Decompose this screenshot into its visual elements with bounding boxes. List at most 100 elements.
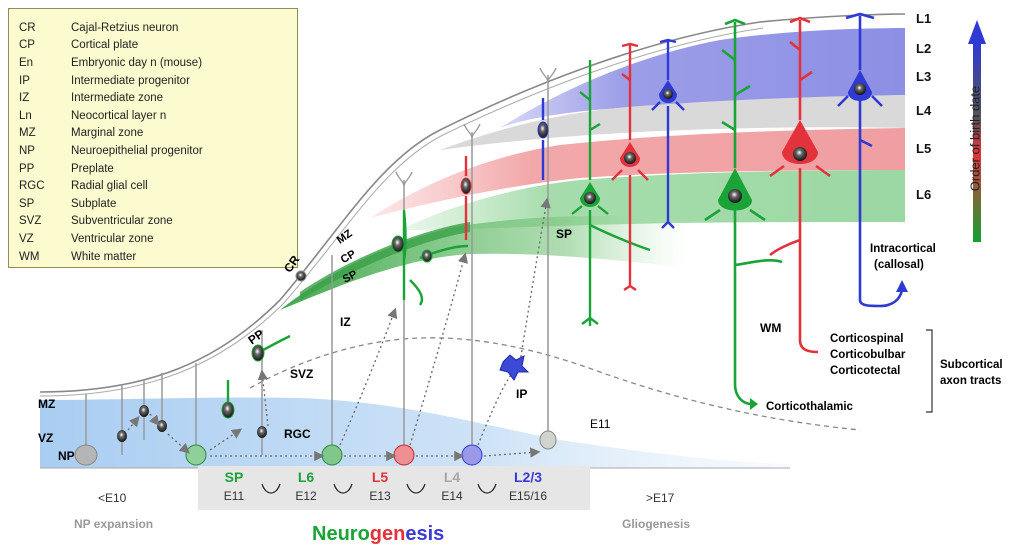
label-axon-tracts: axon tracts bbox=[940, 375, 1002, 387]
endfoot bbox=[463, 123, 481, 139]
corticothalamic-neuron bbox=[704, 18, 783, 406]
legend-row: PP Preplate bbox=[19, 160, 297, 178]
legend-row: RGC Radial glial cell bbox=[19, 177, 297, 195]
neurogenesis-title: Neurogenesis bbox=[312, 524, 444, 544]
subcortical-bracket bbox=[926, 329, 933, 413]
migration-arrow bbox=[149, 413, 160, 427]
rgc-cell-l5 bbox=[393, 444, 415, 466]
title-part: Neuro bbox=[312, 523, 370, 545]
layer-label-l1: L1 bbox=[916, 11, 932, 26]
stage-day-label: E12 bbox=[295, 489, 317, 503]
l6-neuron-nucleus bbox=[584, 192, 596, 204]
curve-arrow bbox=[261, 483, 281, 494]
legend-abbr: VZ bbox=[19, 232, 34, 245]
legend-desc: Marginal zone bbox=[71, 127, 144, 140]
cr-neuron-soma bbox=[295, 270, 307, 282]
legend-abbr: PP bbox=[19, 162, 35, 175]
legend-desc: Subplate bbox=[71, 197, 117, 210]
label-callosal: (callosal) bbox=[874, 259, 924, 271]
legend-desc: Neuroepithelial progenitor bbox=[71, 144, 203, 157]
cortical-plate-band bbox=[300, 222, 470, 300]
migration-arrow bbox=[519, 197, 551, 363]
migration-arrow bbox=[209, 428, 243, 451]
migrating-neuron-process bbox=[409, 279, 424, 306]
label-corticotectal: Corticotectal bbox=[830, 365, 901, 377]
legend-row: VZ Ventricular zone bbox=[19, 230, 297, 248]
legend-desc: Cortical plate bbox=[71, 39, 139, 52]
layer-band-l1 bbox=[560, 16, 905, 40]
l4-neuron bbox=[651, 38, 685, 229]
legend-abbr: En bbox=[19, 56, 34, 69]
label-corticospinal: Corticospinal bbox=[830, 333, 904, 345]
migration-arrow bbox=[483, 447, 541, 458]
legend-abbr: CR bbox=[19, 21, 36, 34]
legend-desc: Radial glial cell bbox=[71, 180, 148, 193]
birth-date-axis-label: Order of birth date bbox=[967, 85, 983, 192]
layer-label-l5: L5 bbox=[916, 141, 932, 156]
early-neuron-dendrites bbox=[464, 98, 545, 240]
zone-label-e11: E11 bbox=[590, 417, 611, 431]
legend-desc: White matter bbox=[71, 250, 137, 263]
l5-pyramidal-neuron-1 bbox=[611, 42, 649, 291]
layer-label-l3: L3 bbox=[916, 69, 932, 84]
stage-day-label: E15/16 bbox=[508, 489, 548, 503]
legend-desc: Neocortical layer n bbox=[71, 109, 167, 122]
zone-label-iz: IZ bbox=[340, 315, 351, 329]
callosal-nucleus bbox=[854, 83, 866, 95]
legend-desc: Intermediate progenitor bbox=[71, 74, 190, 87]
migrating-neuron-soma bbox=[421, 249, 433, 263]
legend-abbr: SVZ bbox=[19, 215, 42, 228]
zone-label-wm: WM bbox=[760, 321, 782, 335]
label-corticobulbar: Corticobulbar bbox=[830, 349, 906, 361]
rgc-cell-l4 bbox=[461, 444, 483, 466]
legend-abbr: RGC bbox=[19, 180, 45, 193]
timeline-end-day: >E17 bbox=[646, 491, 675, 505]
layer-label-l2: L2 bbox=[916, 41, 932, 56]
legend-abbr: MZ bbox=[19, 127, 36, 140]
np-cell bbox=[139, 405, 149, 417]
legend-abbr: IZ bbox=[19, 92, 30, 105]
migration-arrow bbox=[257, 369, 269, 427]
zone-label-sp-mid: SP bbox=[556, 227, 573, 241]
pp-neuron-soma bbox=[221, 401, 235, 419]
corticothalamic-arrowhead bbox=[750, 398, 758, 410]
zone-label-mz-left: MZ bbox=[38, 397, 56, 411]
svz-dashed-boundary bbox=[249, 337, 861, 431]
legend-desc: Preplate bbox=[71, 162, 114, 175]
timeline-end-phase: Gliogenesis bbox=[622, 517, 691, 531]
l5-neuron-nucleus bbox=[624, 152, 636, 164]
progenitor-cells bbox=[74, 405, 557, 466]
timeline-curved-arrows bbox=[261, 483, 497, 494]
np-cell bbox=[117, 430, 127, 442]
pial-surface-line-inner bbox=[39, 27, 764, 397]
label-subcortical: Subcortical bbox=[940, 359, 1003, 371]
endfoot bbox=[395, 171, 413, 187]
intermediate-progenitor bbox=[499, 354, 530, 381]
np-cell bbox=[74, 444, 98, 466]
endfoot bbox=[539, 67, 557, 83]
migration-arrow bbox=[409, 252, 468, 446]
stage-layer-label: L2/3 bbox=[513, 469, 543, 485]
corticospinal-nucleus bbox=[793, 147, 807, 161]
pial-surface-line bbox=[39, 13, 906, 393]
layer-label-l6: L6 bbox=[916, 187, 932, 202]
label-corticothalamic: Corticothalamic bbox=[766, 401, 853, 413]
l23-early-soma bbox=[537, 121, 549, 139]
stage-layer-label: SP bbox=[224, 469, 244, 485]
legend-desc: Ventricular zone bbox=[71, 232, 154, 245]
sp-neuron-process bbox=[402, 209, 407, 300]
title-part: gen bbox=[369, 523, 406, 545]
timeline-start-day: <E10 bbox=[98, 491, 127, 505]
title-part: esis bbox=[405, 523, 445, 545]
callosal-arrowhead bbox=[896, 280, 908, 292]
rgc-cell bbox=[257, 426, 267, 438]
legend-abbr: SP bbox=[19, 197, 35, 210]
